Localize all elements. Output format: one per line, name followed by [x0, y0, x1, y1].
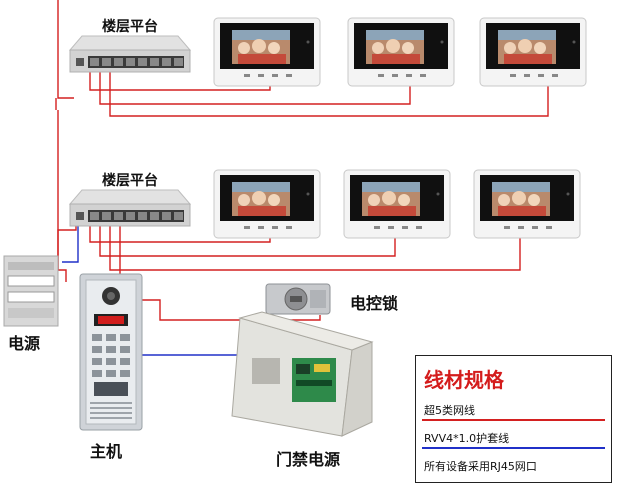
indoor-monitor: [213, 17, 321, 87]
legend-item-network: 超5类网线: [424, 404, 475, 417]
power-supply-icon: [3, 255, 59, 327]
floor-platform-mid-label: 楼层平台: [102, 173, 158, 189]
legend-line-red: [422, 419, 605, 421]
access-power-box-icon: [231, 311, 374, 437]
floor-switch-mid: [69, 189, 191, 227]
indoor-monitor: [213, 169, 321, 239]
indoor-monitor: [343, 169, 451, 239]
indoor-monitor: [479, 17, 587, 87]
legend-title: 线材规格: [424, 368, 504, 392]
electric-lock-label: 电控锁: [350, 294, 399, 313]
legend-line-blue: [422, 447, 605, 449]
indoor-monitor: [347, 17, 455, 87]
legend-item-rvv: RVV4*1.0护套线: [424, 432, 510, 445]
electric-lock-icon: [265, 283, 331, 315]
cable-spec-legend: 线材规格 超5类网线 RVV4*1.0护套线 所有设备采用RJ45网口: [415, 355, 612, 483]
door-station-icon: [79, 273, 143, 431]
main-unit-label: 主机: [90, 442, 123, 461]
network-cables: [55, 0, 549, 321]
legend-item-rj45: 所有设备采用RJ45网口: [424, 460, 537, 473]
floor-switch-top: [69, 35, 191, 73]
power-supply-label: 电源: [8, 334, 41, 353]
access-power-label: 门禁电源: [276, 450, 341, 469]
sheath-cables: [62, 225, 238, 356]
indoor-monitor: [473, 169, 581, 239]
floor-platform-top-label: 楼层平台: [102, 19, 158, 35]
